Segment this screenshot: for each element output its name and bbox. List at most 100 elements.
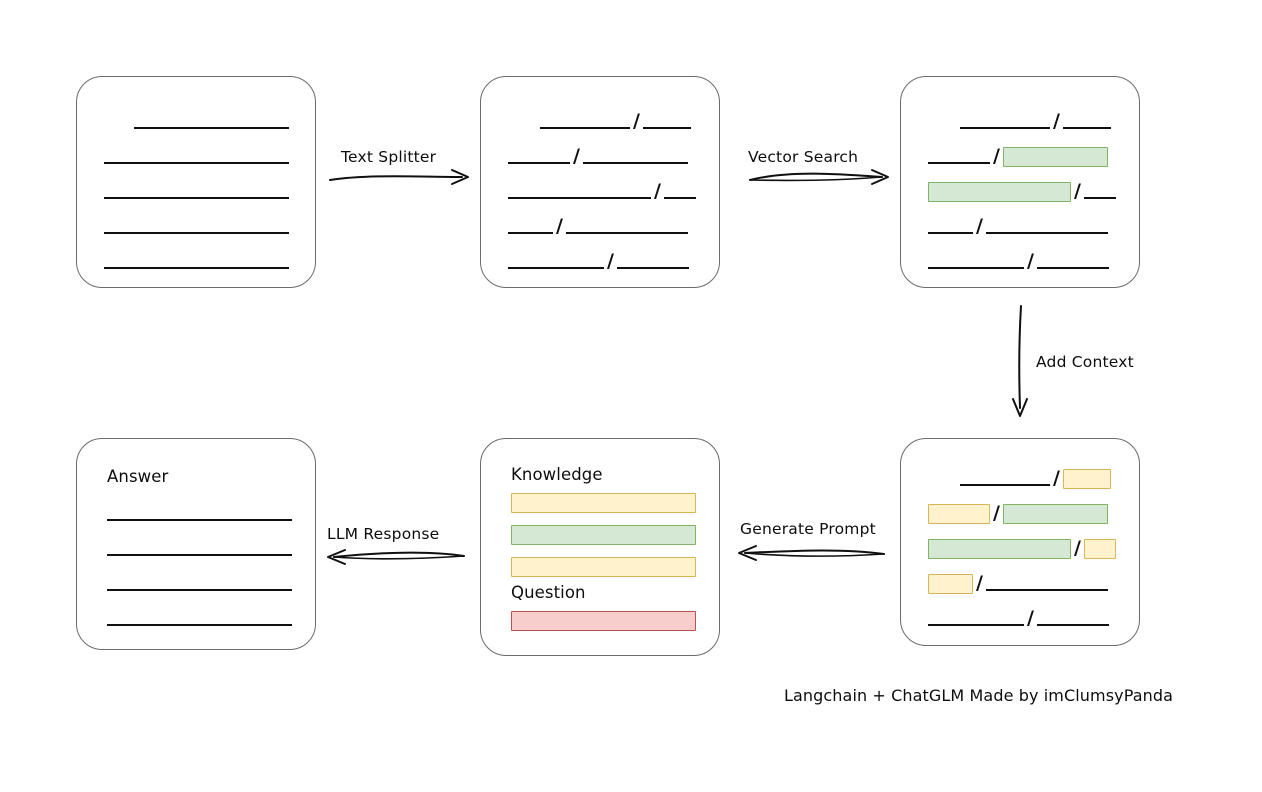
slash-separator: / [556,214,563,237]
source-document-row-5 [104,255,289,269]
question-heading: Question [511,583,586,602]
source-document-segment-line [104,220,289,234]
slash-separator: / [573,144,580,167]
split-chunks-segment-line [508,150,570,164]
node-prompt[interactable]: Knowledge Question [480,438,720,656]
context-chunks-segment-yellow [928,504,990,524]
node-split-chunks[interactable]: / / / / / [480,76,720,288]
matched-chunks-segment-line [928,220,973,234]
context-chunks-row-2: / [928,501,1108,524]
slash-separator: / [607,249,614,272]
slash-separator: / [1053,466,1060,489]
node-context-chunks[interactable]: / / / / / [900,438,1140,646]
slash-separator: / [1074,536,1081,559]
prompt-knowledge-rows [481,439,719,655]
knowledge-segment-green [511,525,696,545]
matched-chunks-rows: ///// [901,77,1139,287]
matched-chunks-segment-line [1037,255,1109,269]
slash-separator: / [1027,249,1034,272]
answer-row-2 [107,542,292,556]
context-chunks-segment-green [1003,504,1108,524]
source-document-segment-spacer [104,115,134,129]
slash-separator: / [993,501,1000,524]
context-chunks-segment-line [928,612,1024,626]
edge-label-vector-search: Vector Search [748,148,859,166]
matched-chunks-segment-line [986,220,1108,234]
answer-heading: Answer [107,467,169,486]
split-chunks-segment-line [566,220,688,234]
edge-label-add-context: Add Context [1036,353,1134,371]
matched-chunks-segment-spacer [928,115,960,129]
split-chunks-segment-line [664,185,696,199]
knowledge-segment-yellow [511,557,696,577]
split-chunks-row-2: / [508,144,688,167]
split-chunks-row-3: / [508,179,696,202]
matched-chunks-segment-green [928,182,1071,202]
slash-separator: / [976,214,983,237]
split-chunks-segment-line [643,115,691,129]
edge-label-text-splitter: Text Splitter [341,148,437,166]
context-chunks-segment-line [1037,612,1109,626]
source-document-row-1 [104,115,289,129]
answer-row-3 [107,577,292,591]
context-chunks-row-1: / [928,466,1111,489]
answer-row-4 [107,612,292,626]
question-row-1 [511,611,696,631]
split-chunks-segment-line [540,115,630,129]
slash-separator: / [633,109,640,132]
split-chunks-row-5: / [508,249,689,272]
answer-segment-line [107,542,292,556]
knowledge-row-3 [511,557,696,577]
source-document-row-3 [104,185,289,199]
edge-generate-prompt [738,545,885,561]
matched-chunks-segment-line [928,150,990,164]
matched-chunks-segment-green [1003,147,1108,167]
question-segment-red [511,611,696,631]
credit-text: Langchain + ChatGLM Made by imClumsyPand… [784,686,1174,705]
matched-chunks-row-5: / [928,249,1109,272]
split-chunks-segment-line [508,220,553,234]
context-chunks-segment-yellow [1084,539,1116,559]
matched-chunks-row-1: / [928,111,1111,130]
source-document-row-4 [104,220,289,234]
split-chunks-row-4: / [508,214,688,237]
knowledge-row-2 [511,525,696,545]
node-matched-chunks[interactable]: ///// [900,76,1140,288]
source-document-row-2 [104,150,289,164]
slash-separator: / [993,144,1000,167]
knowledge-segment-yellow [511,493,696,513]
matched-chunks-segment-line [960,115,1050,129]
context-chunks-row-5: / [928,606,1109,629]
node-answer[interactable]: Answer [76,438,316,650]
context-chunks-segment-line [960,472,1050,486]
slash-separator: / [654,179,661,202]
context-chunks-row-3: / [928,536,1116,559]
context-chunks-rows: / / / / / [901,439,1139,645]
edge-vector-search [749,169,889,185]
answer-segment-line [107,577,292,591]
context-chunks-segment-spacer [928,472,960,486]
answer-rows [77,439,315,649]
source-document-segment-line [104,150,289,164]
prompt-question-rows [481,439,719,655]
answer-row-1 [107,507,292,521]
edge-text-splitter [329,169,469,185]
split-chunks-row-1: / [508,109,691,132]
context-chunks-segment-green [928,539,1071,559]
matched-chunks-segment-line [928,255,1024,269]
source-document-segment-line [134,115,289,129]
split-chunks-segment-line [583,150,688,164]
slash-separator: / [1027,606,1034,629]
knowledge-heading: Knowledge [511,465,603,484]
split-chunks-segment-spacer [508,115,540,129]
slash-separator: / [976,571,983,594]
edge-llm-response [327,549,465,565]
source-document-rows [77,77,315,287]
context-chunks-segment-yellow [928,574,973,594]
matched-chunks-row-4: / [928,214,1108,237]
context-chunks-row-4: / [928,571,1108,594]
answer-segment-line [107,612,292,626]
source-document-segment-line [104,185,289,199]
node-source-document[interactable] [76,76,316,288]
